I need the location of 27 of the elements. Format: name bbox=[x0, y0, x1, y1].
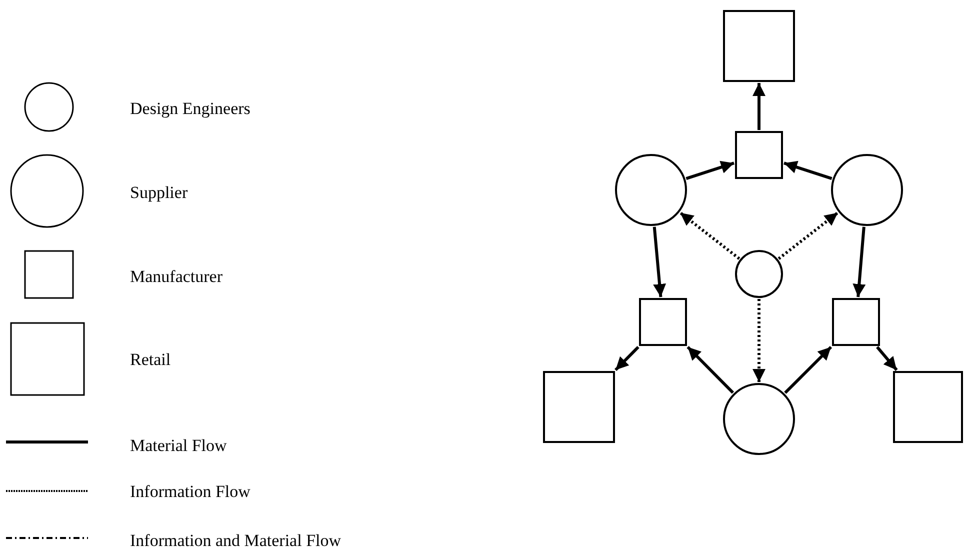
square-node bbox=[723, 10, 795, 82]
legend-label: Retail bbox=[130, 351, 171, 368]
square-node bbox=[639, 298, 687, 346]
dotted-arrow bbox=[679, 212, 740, 260]
legend-label: Material Flow bbox=[130, 437, 227, 454]
arrow bbox=[876, 346, 898, 371]
legend-label: Information Flow bbox=[130, 483, 250, 500]
legend-label: Supplier bbox=[130, 184, 188, 201]
arrow bbox=[752, 83, 766, 130]
circle-node bbox=[735, 250, 783, 298]
arrow bbox=[686, 346, 734, 394]
arrow bbox=[784, 160, 832, 180]
arrow bbox=[686, 160, 734, 180]
dotted-arrow bbox=[752, 299, 766, 382]
dotted-arrow bbox=[778, 212, 839, 260]
square-node bbox=[832, 298, 880, 346]
arrow bbox=[852, 226, 866, 298]
square-node bbox=[893, 371, 963, 443]
arrow bbox=[614, 346, 640, 372]
square-node bbox=[735, 131, 783, 179]
square-node bbox=[543, 371, 615, 443]
legend-label: Information and Material Flow bbox=[130, 532, 342, 549]
arrow bbox=[784, 346, 832, 394]
legend-label: Design Engineers bbox=[130, 100, 250, 117]
legend-label: Manufacturer bbox=[130, 268, 223, 285]
arrow bbox=[652, 226, 666, 298]
circle-node bbox=[723, 383, 795, 455]
